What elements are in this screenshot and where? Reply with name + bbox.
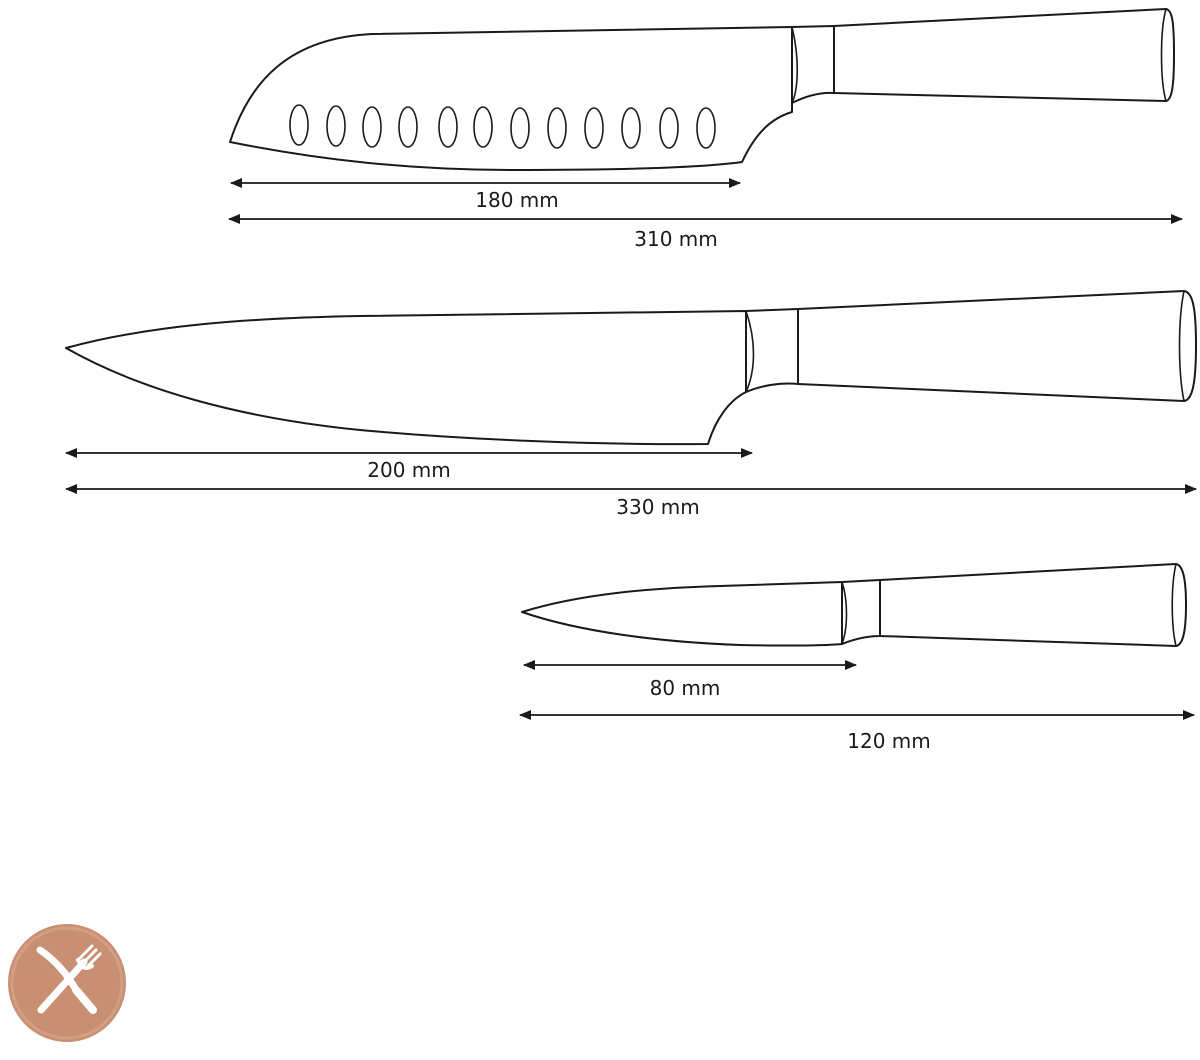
santoku-bolster-curve: [791, 26, 799, 104]
paring-knife: 80 mm 120 mm: [519, 563, 1195, 753]
chef-blade-length: 200 mm: [367, 458, 451, 482]
cutlery-badge: [8, 924, 126, 1042]
santoku-granton-dimples: [289, 104, 716, 149]
santoku-bolster: [791, 25, 835, 104]
dimple: [438, 106, 458, 148]
chef-handle-end: [1178, 290, 1185, 402]
dimple: [398, 106, 418, 148]
knife-and-fork-icon: [36, 944, 102, 1014]
chef-total-length: 330 mm: [616, 495, 700, 519]
chef-blade: [65, 310, 747, 446]
dimple: [510, 107, 530, 149]
paring-handle: [879, 563, 1187, 647]
dimple: [621, 107, 641, 149]
santoku-handle-end: [1160, 8, 1167, 102]
chef-handle: [797, 290, 1197, 402]
paring-blade-length: 80 mm: [650, 676, 721, 700]
paring-blade: [521, 581, 843, 647]
dimple: [584, 107, 604, 149]
chef-bolster-curve: [745, 310, 755, 393]
santoku-total-length: 310 mm: [634, 227, 718, 251]
paring-bolster-curve: [841, 581, 848, 645]
paring-total-length: 120 mm: [847, 729, 931, 753]
badge-circle-texture: [10, 926, 124, 1040]
dimple: [326, 105, 346, 147]
santoku-blade: [229, 26, 793, 171]
paring-bolster: [841, 579, 881, 645]
dimple: [547, 107, 567, 149]
paring-handle-end: [1171, 563, 1177, 647]
chef-knife: 200 mm 330 mm: [65, 290, 1197, 519]
dimple: [473, 106, 493, 148]
santoku-handle: [833, 8, 1175, 102]
dimple: [696, 107, 716, 149]
santoku-blade-length: 180 mm: [475, 188, 559, 212]
santoku-knife: 180 mm 310 mm: [228, 8, 1183, 251]
dimple: [659, 107, 679, 149]
dimple: [362, 106, 382, 148]
dimple: [289, 104, 309, 146]
